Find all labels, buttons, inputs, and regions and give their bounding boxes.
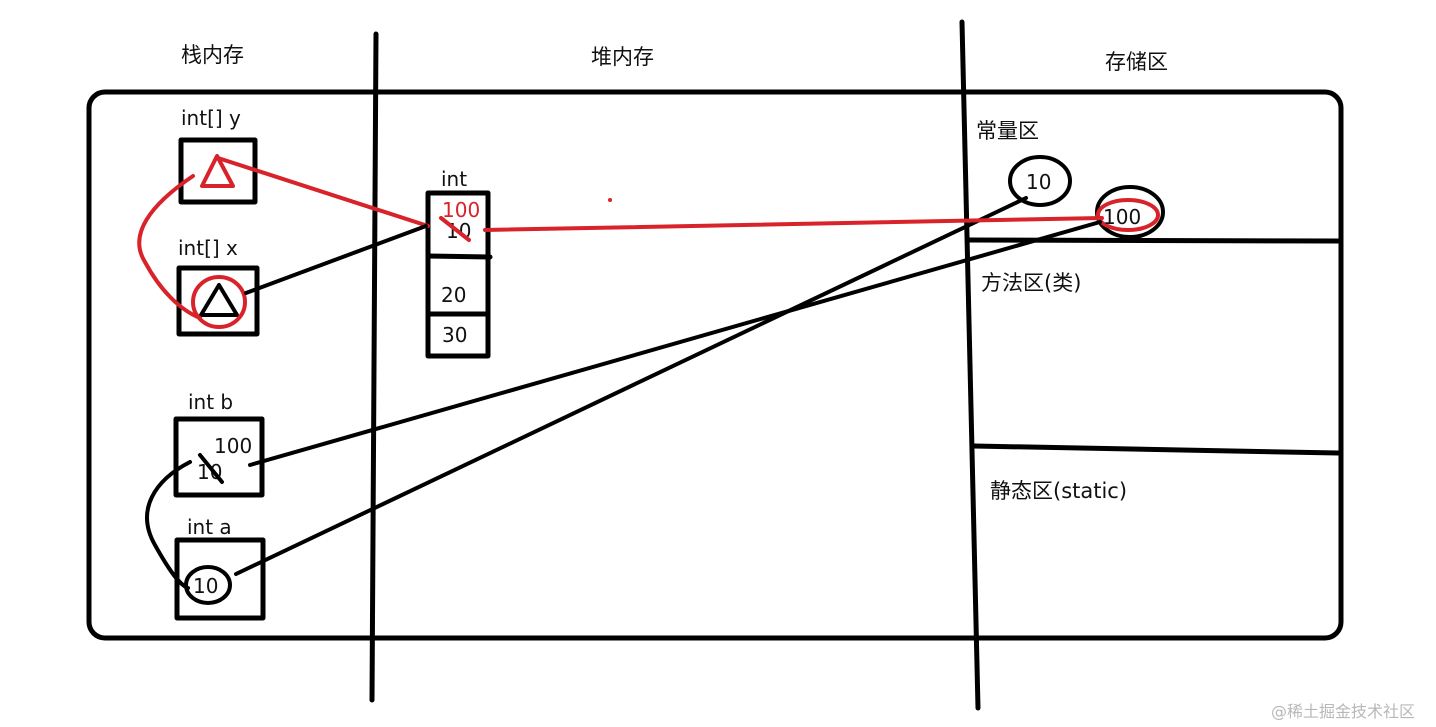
constant-10-circle: [1008, 155, 1072, 207]
reference-triangle-icon: [200, 154, 235, 188]
stray-dot: [608, 198, 612, 202]
reference-triangle-icon: [199, 283, 239, 317]
arrow-a-to-b: [145, 460, 192, 590]
var-b-new-value: 100: [214, 434, 252, 458]
var-y-label: int[] y: [181, 106, 241, 130]
stack-title: 栈内存: [181, 43, 244, 67]
heap-array-box: [425, 190, 491, 359]
heap-array-type: int: [441, 167, 467, 191]
var-b-box: [173, 416, 265, 498]
arrow-b-to-constant-100: [248, 220, 1102, 467]
constant-region-title: 常量区: [976, 119, 1039, 143]
var-a-value: 10: [193, 574, 218, 598]
arrow-a-to-constant-10: [234, 196, 1028, 576]
heap-cell-divider: [425, 253, 493, 260]
arrow-y-to-heap: [216, 156, 430, 228]
arrow-x-to-heap: [244, 224, 428, 295]
strike-mark: [439, 216, 471, 242]
var-a-label: int a: [187, 515, 232, 539]
constant-100: 100: [1103, 205, 1141, 229]
heap-title: 堆内存: [591, 45, 654, 69]
strike-mark: [198, 453, 224, 484]
var-a-box: [174, 537, 266, 621]
stack-heap-divider: [369, 31, 379, 703]
heap-cell2-value: 30: [442, 323, 467, 347]
var-x-box: [176, 265, 260, 337]
red-circle-annotation: [1096, 198, 1160, 232]
memory-container: [86, 89, 1344, 641]
red-circle-annotation: [191, 275, 247, 329]
var-b-label: int b: [188, 390, 233, 414]
static-region-title: 静态区(static): [990, 479, 1127, 503]
arrow-x-to-y: [137, 174, 202, 320]
heap-cell0-new-value: 100: [442, 198, 480, 222]
constant-10: 10: [1026, 170, 1051, 194]
watermark: @稀土掘金技术社区: [1271, 702, 1415, 721]
heap-cell1-value: 20: [441, 283, 466, 307]
method-region-title: 方法区(类): [981, 271, 1081, 295]
heap-storage-divider: [959, 19, 981, 711]
var-x-label: int[] x: [178, 236, 238, 260]
var-y-box: [178, 137, 258, 205]
method-static-divider: [971, 443, 1341, 456]
constant-method-divider: [965, 237, 1341, 244]
storage-title: 存储区: [1105, 50, 1168, 74]
arrow-heap-to-constant-100: [483, 216, 1104, 232]
